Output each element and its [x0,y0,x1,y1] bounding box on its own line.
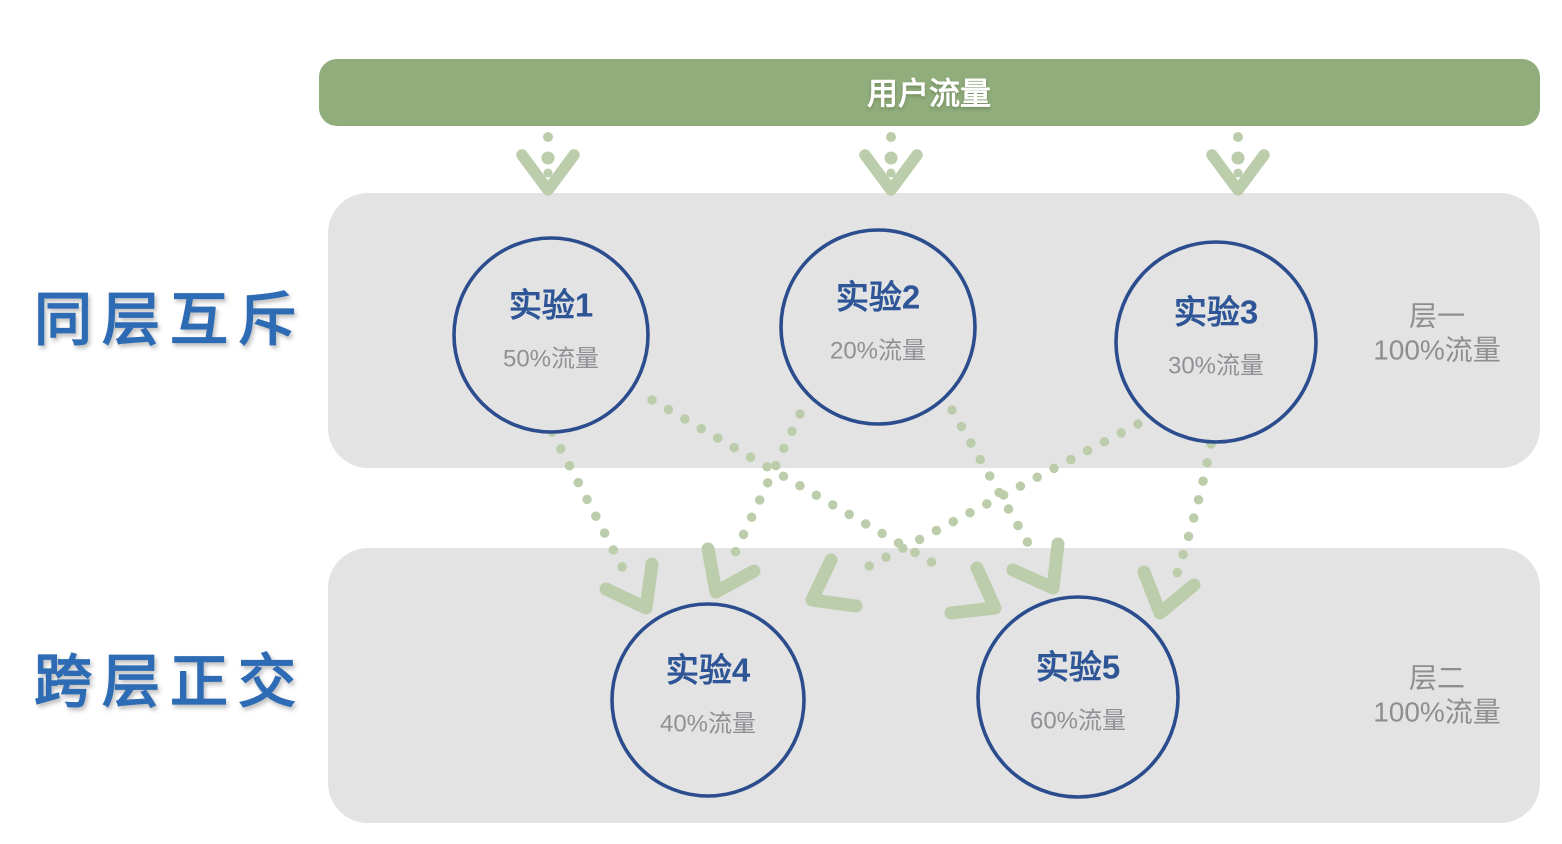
layer1-caption: 层一 100%流量 [1373,301,1501,366]
experiment-2-traffic: 20%流量 [830,338,926,365]
experiment-5-circle [976,595,1180,799]
arrowhead-exp1-exp4-icon [599,557,659,615]
row-label-cross-layer-orthogonal: 跨层正交 [34,650,306,715]
experiment-4-node: 实验4 40%流量 [610,602,806,798]
experiment-1-traffic: 50%流量 [503,346,599,373]
experiment-1-name: 实验1 [509,287,593,324]
user-traffic-banner [319,59,1540,126]
experiment-3-traffic: 30%流量 [1168,353,1264,380]
experiment-4-traffic: 40%流量 [660,711,756,738]
arrowhead-exp2-exp5-icon [1006,537,1065,595]
banner-arrow-2-icon [859,132,923,196]
banner-arrow-1-icon [516,132,580,196]
experiment-1-circle [452,236,650,434]
layer2-panel [328,548,1540,823]
experiment-2-node: 实验2 20%流量 [779,228,977,426]
flow-line-exp2-exp4 [728,409,805,562]
experiment-2-circle [779,228,977,426]
experiment-2-name: 实验2 [836,279,920,316]
experiment-5-name: 实验5 [1036,649,1120,686]
banner-arrow-3-icon [1206,132,1270,196]
layer1-traffic: 100%流量 [1373,335,1501,366]
experiment-5-traffic: 60%流量 [1030,708,1126,735]
layer1-name: 层一 [1409,301,1465,332]
flow-line-exp2-exp5 [947,405,1037,555]
layer2-caption: 层二 100%流量 [1373,663,1501,728]
experiment-4-circle [610,602,806,798]
layer2-name: 层二 [1409,663,1465,694]
experiment-5-node: 实验5 60%流量 [976,595,1180,799]
flow-line-exp1-exp5 [647,395,945,572]
flow-line-exp3-exp4 [853,419,1143,577]
arrowhead-exp1-exp5-icon [944,561,1002,620]
experiment-3-node: 实验3 30%流量 [1114,240,1318,444]
user-traffic-banner-label: 用户流量 [867,77,991,112]
experiment-4-name: 实验4 [666,652,751,689]
row-label-same-layer-exclusive: 同层互斥 [34,288,306,353]
layer2-traffic: 100%流量 [1373,697,1501,728]
arrowhead-exp3-exp5-icon [1137,565,1201,620]
experiment-1-node: 实验1 50%流量 [452,236,650,434]
arrowhead-exp2-exp4-icon [701,542,761,599]
experiment-3-name: 实验3 [1174,294,1258,331]
flow-line-exp3-exp5 [1167,439,1216,593]
experiment-3-circle [1114,240,1318,444]
arrowhead-exp3-exp4-icon [805,553,863,613]
